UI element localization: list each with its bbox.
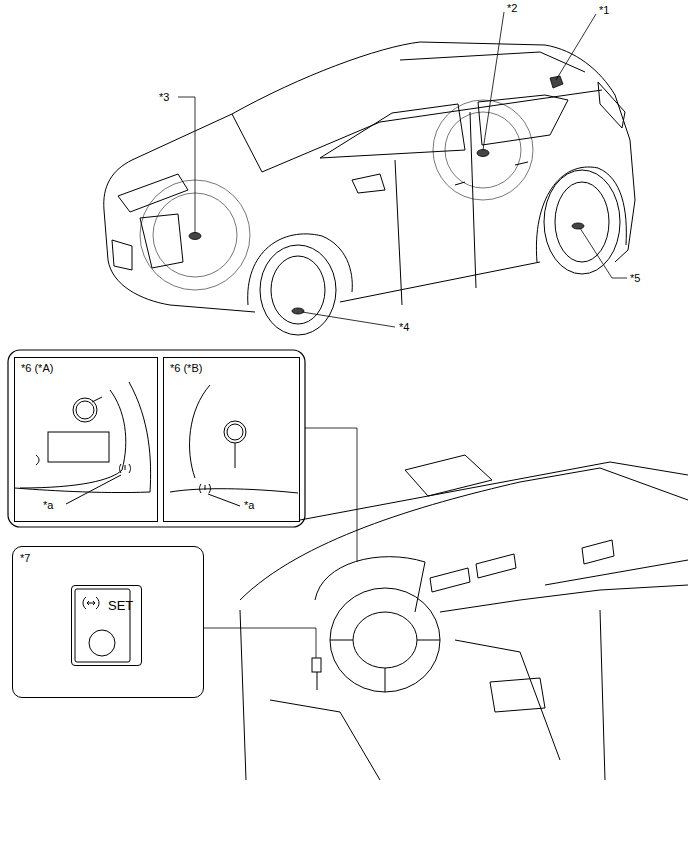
callout-letter: *a [244, 499, 254, 512]
panel-heading: *6 (*A) [21, 362, 53, 375]
dashboard-sketch [240, 455, 688, 780]
callout-number: *2 [506, 2, 518, 15]
switch-panel: *7SET [12, 546, 204, 698]
sensor-parts [189, 76, 584, 314]
meter-panel: *6 (*A) *a [14, 357, 158, 522]
panel-leaders [204, 428, 357, 658]
meter-sketch-a [15, 382, 151, 504]
panel-heading: SET [108, 598, 133, 613]
callout-letter: *a [43, 499, 53, 512]
panel-heading: *7 [20, 552, 30, 565]
meter-sketch-b [170, 385, 298, 506]
callout-number: *4 [398, 321, 410, 334]
panel-frame [8, 350, 305, 527]
car-body [104, 42, 635, 312]
callout-number: *3 [158, 91, 170, 104]
callout-number: *5 [629, 272, 641, 285]
callout-leaders [178, 12, 627, 327]
switch-button: SET [71, 585, 142, 666]
callout-number: *1 [598, 4, 610, 17]
meter-panel: *6 (*B) *a [163, 357, 300, 522]
visible-wheels [260, 170, 620, 335]
panel-heading: *6 (*B) [170, 362, 202, 375]
